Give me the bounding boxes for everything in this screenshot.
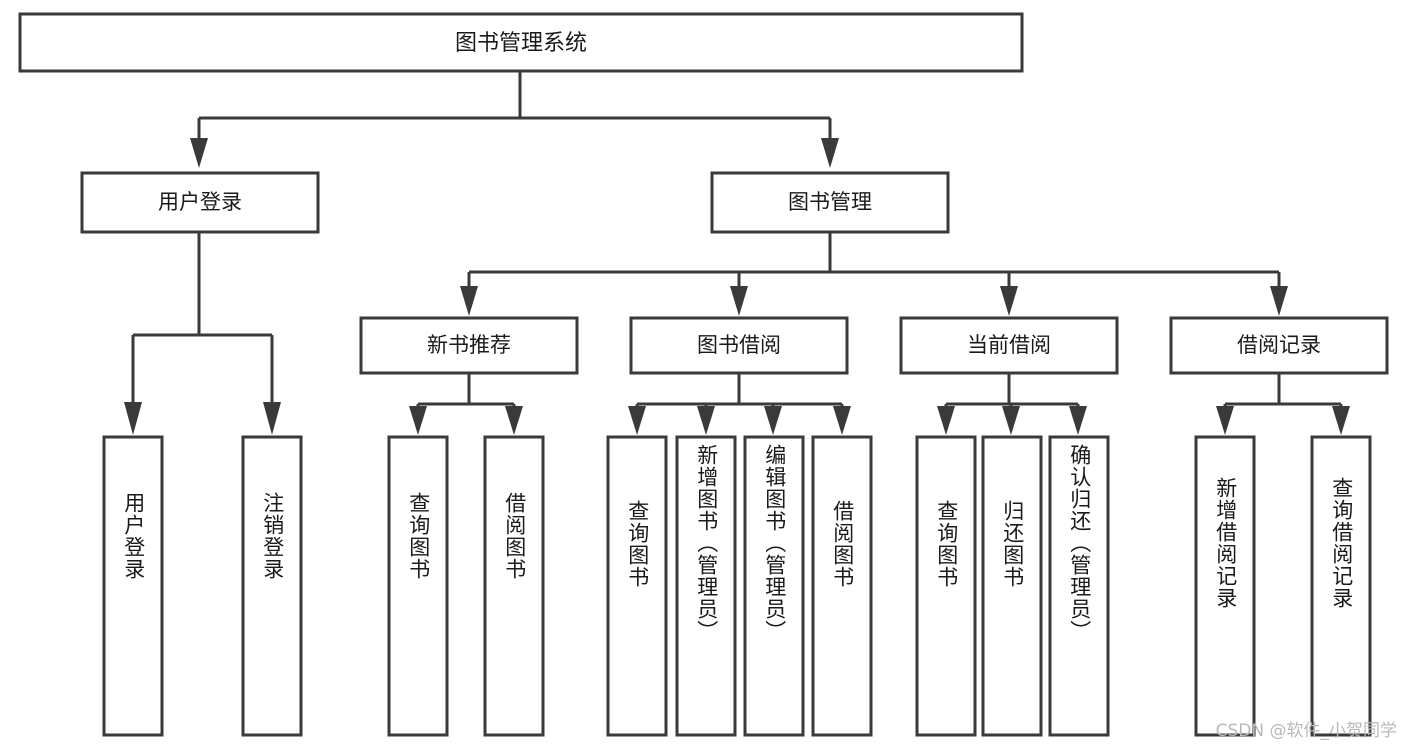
leaf-box-bb-edit-book[interactable]: [743, 435, 805, 737]
leaf-box-br-add-record[interactable]: [1194, 435, 1256, 737]
leaf-box-cb-query-book[interactable]: [915, 435, 977, 737]
arrow-head-bb-leaf3: [764, 406, 782, 435]
arrow-head-userlogin: [190, 138, 208, 168]
node-book-management-label: 图书管理: [788, 190, 872, 214]
arrow-head-bb-leaf1: [628, 406, 646, 435]
node-new-book-recommend[interactable]: 新书推荐: [359, 316, 579, 375]
arrow-head-cb-leaf2: [1002, 406, 1020, 435]
leaf-box-cb-return-book[interactable]: [981, 435, 1043, 737]
connector-group: [124, 71, 1350, 435]
arrow-head-cb-leaf3: [1069, 406, 1087, 435]
arrow-head-currentborrow: [1000, 286, 1018, 316]
leaf-box-bb-add-book[interactable]: [675, 435, 737, 737]
leaf-box-logout[interactable]: [241, 435, 303, 737]
node-root-box[interactable]: [18, 12, 1024, 73]
leaf-box-bb-borrow-book[interactable]: [811, 435, 873, 737]
node-current-borrow-box[interactable]: [899, 316, 1119, 375]
arrow-head-br-leaf2: [1332, 406, 1350, 435]
node-book-management[interactable]: 图书管理: [710, 171, 950, 234]
node-current-borrow[interactable]: 当前借阅: [899, 316, 1119, 375]
leaf-box-nb-borrow-book[interactable]: [483, 435, 545, 737]
leaf-box-bb-query-book[interactable]: [606, 435, 668, 737]
arrow-head-nb-leaf1: [409, 406, 427, 435]
arrow-head-nb-leaf2: [505, 406, 523, 435]
arrow-head-bb-leaf2: [697, 406, 715, 435]
leaf-box-nb-query-book[interactable]: [387, 435, 449, 737]
arrow-head-bookborrow: [730, 286, 748, 316]
node-book-borrow[interactable]: 图书借阅: [629, 316, 849, 375]
arrow-head-cb-leaf1: [937, 406, 955, 435]
node-user-login-label: 用户登录: [158, 190, 242, 214]
node-book-borrow-box[interactable]: [629, 316, 849, 375]
leaf-box-user-login[interactable]: [102, 435, 164, 737]
arrow-head-br-leaf1: [1216, 406, 1234, 435]
arrow-head-bookmgmt: [821, 138, 839, 168]
node-borrow-record-label: 借阅记录: [1237, 333, 1321, 357]
arrow-head-bb-leaf4: [833, 406, 851, 435]
node-root[interactable]: 图书管理系统: [18, 12, 1024, 73]
node-book-borrow-label: 图书借阅: [697, 333, 781, 357]
leaf-box-cb-confirm-return[interactable]: [1048, 435, 1110, 737]
node-user-login[interactable]: 用户登录: [80, 171, 320, 234]
arrow-head-newbook: [460, 286, 478, 316]
leaf-box-br-query-record[interactable]: [1310, 435, 1372, 737]
node-borrow-record-box[interactable]: [1169, 316, 1389, 375]
node-new-book-recommend-label: 新书推荐: [427, 333, 511, 357]
arrow-head-borrowrecord: [1270, 286, 1288, 316]
node-user-login-box[interactable]: [80, 171, 320, 234]
node-borrow-record[interactable]: 借阅记录: [1169, 316, 1389, 375]
arrow-head-logout-leaf: [263, 402, 281, 435]
node-current-borrow-label: 当前借阅: [967, 333, 1051, 357]
arrow-head-user-login-leaf: [124, 402, 142, 435]
node-root-label: 图书管理系统: [455, 31, 587, 56]
node-book-management-box[interactable]: [710, 171, 950, 234]
node-new-book-recommend-box[interactable]: [359, 316, 579, 375]
